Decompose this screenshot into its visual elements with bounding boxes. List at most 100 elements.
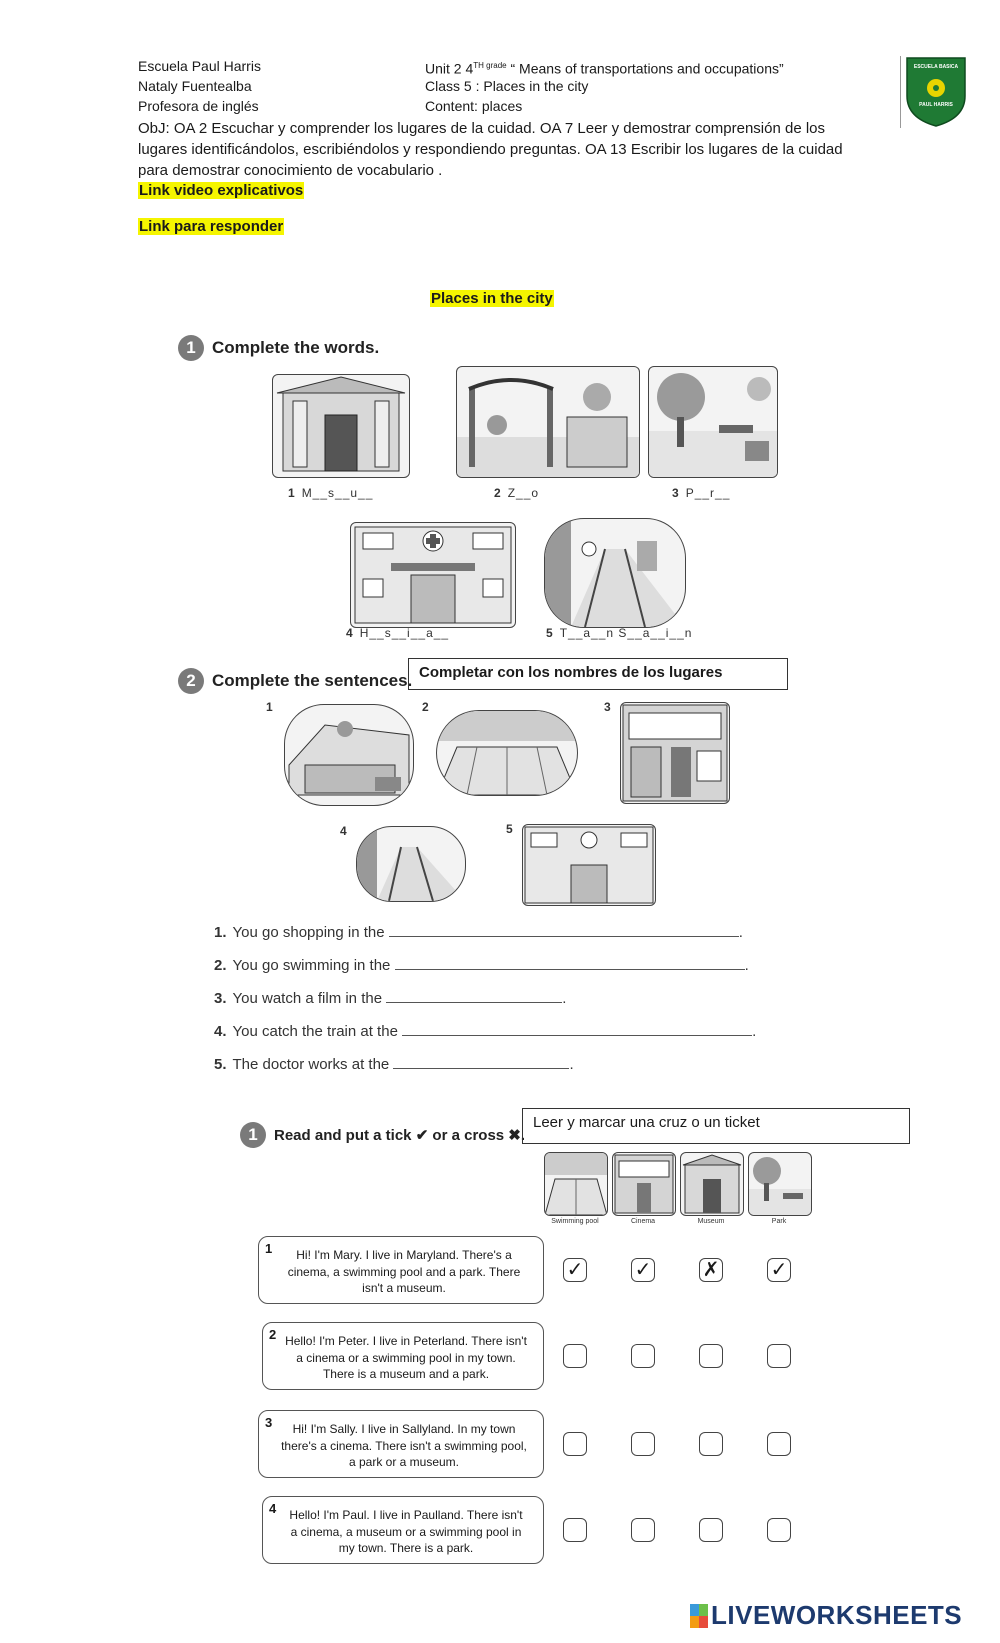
pic-num-5: 5 xyxy=(506,822,514,836)
sentence-3: 3.You watch a film in the . xyxy=(214,988,567,1007)
sentence-4: 4.You catch the train at the . xyxy=(214,1021,757,1040)
row3-museum-box[interactable] xyxy=(699,1432,723,1456)
museum-picture xyxy=(272,374,410,478)
row3-swimming-pool-box[interactable] xyxy=(563,1432,587,1456)
teacher-role: Profesora de inglés xyxy=(138,98,259,114)
exercise3-number: 1 xyxy=(240,1122,266,1148)
exercise3-instruction: Leer y marcar una cruz o un ticket xyxy=(522,1108,910,1144)
bubble-2-text: Hello! I'm Peter. I live in Peterland. T… xyxy=(285,1334,527,1381)
row3-cinema-box[interactable] xyxy=(631,1432,655,1456)
col-label-swimming-pool: Swimming pool xyxy=(551,1218,599,1225)
word-2-text: Z__o xyxy=(507,486,540,500)
sentence-5-text: The doctor works at the xyxy=(232,1056,390,1073)
sentence-4-blank[interactable] xyxy=(402,1021,753,1036)
exercise1-title-text: Complete the words. xyxy=(212,338,380,357)
row2-museum-box[interactable] xyxy=(699,1344,723,1368)
video-link[interactable]: Link video explicativos xyxy=(138,182,305,200)
answer-link-label: Link para responder xyxy=(138,218,285,235)
bubble-3-text: Hi! I'm Sally. I live in Sallyland. In m… xyxy=(281,1422,527,1469)
row2-cinema-box[interactable] xyxy=(631,1344,655,1368)
row4-museum-box[interactable] xyxy=(699,1518,723,1542)
sentence-4-number: 4. xyxy=(214,1023,227,1040)
word-4-number: 4 xyxy=(346,626,354,640)
row3-park-box[interactable] xyxy=(767,1432,791,1456)
sentence-2: 2.You go swimming in the . xyxy=(214,955,749,974)
sentence-5-number: 5. xyxy=(214,1056,227,1073)
word-3-number: 3 xyxy=(672,486,680,500)
col-pic-museum xyxy=(680,1152,744,1216)
sentence-1-number: 1. xyxy=(214,924,227,941)
sentence-5-blank[interactable] xyxy=(393,1054,570,1069)
pic-num-3: 3 xyxy=(604,700,612,714)
main-title-label: Places in the city xyxy=(430,290,554,307)
word-2-number: 2 xyxy=(494,486,502,500)
speech-bubble-4: 4 Hello! I'm Paul. I live in Paulland. T… xyxy=(262,1496,544,1564)
unit-line: Unit 2 4TH grade “ Means of transportati… xyxy=(425,56,784,79)
row2-park-box[interactable] xyxy=(767,1344,791,1368)
exercise2-number: 2 xyxy=(178,668,204,694)
sentence-3-number: 3. xyxy=(214,990,227,1007)
row1-cinema-box[interactable]: ✓ xyxy=(631,1258,655,1282)
word-1-number: 1 xyxy=(288,486,296,500)
sentence-2-number: 2. xyxy=(214,957,227,974)
pic-num-2: 2 xyxy=(422,700,430,714)
main-title: Places in the city xyxy=(430,290,554,308)
park-picture xyxy=(648,366,778,478)
row4-swimming-pool-box[interactable] xyxy=(563,1518,587,1542)
word-2: 2 Z__o xyxy=(494,486,539,500)
bubble-1-number: 1 xyxy=(265,1241,273,1256)
brand-text: LIVEWORKSHEETS xyxy=(711,1600,963,1630)
exercise2-title: 2 Complete the sentences. xyxy=(178,668,412,694)
cinema-picture xyxy=(620,702,730,804)
logo-top-text: ESCUELA BASICA xyxy=(913,64,959,70)
exercise3-title: 1 Read and put a tick ✔ or a cross ✖. xyxy=(240,1122,525,1148)
objective-text: ObJ: OA 2 Escuchar y comprender los luga… xyxy=(138,120,843,179)
shopping-centre-picture xyxy=(284,704,414,806)
col-pic-swimming-pool xyxy=(544,1152,608,1216)
row1-park-box[interactable]: ✓ xyxy=(767,1258,791,1282)
word-3-text: P__r__ xyxy=(685,486,731,500)
col-label-cinema: Cinema xyxy=(630,1218,656,1225)
sentence-2-blank[interactable] xyxy=(394,955,745,970)
col-pic-cinema xyxy=(612,1152,676,1216)
pic-num-4: 4 xyxy=(340,824,348,838)
row1-swimming-pool-box[interactable]: ✓ xyxy=(563,1258,587,1282)
col-pic-park xyxy=(748,1152,812,1216)
exercise1-number: 1 xyxy=(178,335,204,361)
word-4-text: H__s__i__a__ xyxy=(359,626,450,640)
class-line: Class 5 : Places in the city xyxy=(425,78,589,94)
bubble-4-number: 4 xyxy=(269,1501,277,1516)
unit-prefix: Unit 2 4 xyxy=(425,60,474,77)
speech-bubble-3: 3 Hi! I'm Sally. I live in Sallyland. In… xyxy=(258,1410,544,1478)
row2-swimming-pool-box[interactable] xyxy=(563,1344,587,1368)
word-5-text: T__a__n S__a__i__n xyxy=(559,626,693,640)
video-link-label: Link video explicativos xyxy=(138,182,305,199)
row1-museum-box[interactable]: ✗ xyxy=(699,1258,723,1282)
sentence-1-blank[interactable] xyxy=(388,922,739,937)
hospital-picture xyxy=(350,522,516,628)
word-1-text: M__s__u__ xyxy=(301,486,374,500)
teacher-name: Nataly Fuentealba xyxy=(138,78,252,94)
bubble-4-text: Hello! I'm Paul. I live in Paulland. The… xyxy=(289,1508,523,1555)
school-name: Escuela Paul Harris xyxy=(138,58,261,74)
hospital-picture-2 xyxy=(522,824,656,906)
answer-link[interactable]: Link para responder xyxy=(138,218,285,236)
brand-logo-icon xyxy=(690,1603,708,1628)
col-label-park: Park xyxy=(771,1218,787,1225)
row4-park-box[interactable] xyxy=(767,1518,791,1542)
unit-suffix: “ Means of transportations and occupatio… xyxy=(506,60,784,77)
pic-num-1: 1 xyxy=(266,700,274,714)
sentence-3-text: You watch a film in the xyxy=(232,990,383,1007)
word-1: 1 M__s__u__ xyxy=(288,486,373,500)
word-3: 3 P__r__ xyxy=(672,486,730,500)
swimming-pool-picture xyxy=(436,710,578,796)
sentence-2-text: You go swimming in the xyxy=(232,957,391,974)
row4-cinema-box[interactable] xyxy=(631,1518,655,1542)
logo-divider xyxy=(900,56,901,128)
speech-bubble-2: 2 Hello! I'm Peter. I live in Peterland.… xyxy=(262,1322,544,1390)
sentence-3-blank[interactable] xyxy=(386,988,563,1003)
content-line: Content: places xyxy=(425,98,523,114)
exercise3-title-text: Read and put a tick ✔ or a cross ✖. xyxy=(274,1127,526,1144)
sentence-4-text: You catch the train at the xyxy=(232,1023,398,1040)
